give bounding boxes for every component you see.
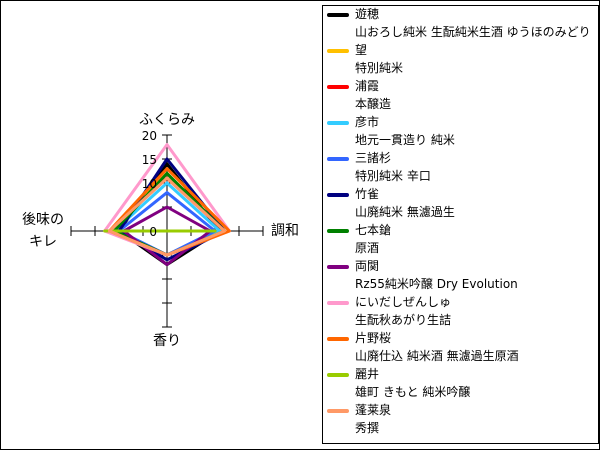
legend-series-name: 浦霞 bbox=[355, 79, 380, 93]
chart-legend: 遊穂山おろし純米 生酛純米生酒 ゆうほのみどり望特別純米浦霞本醸造彦市地元一貫造… bbox=[322, 5, 599, 444]
legend-entry: 浦霞本醸造 bbox=[323, 78, 598, 114]
legend-entry: 七本鎗原酒 bbox=[323, 222, 598, 258]
axis-label-left-line2: キレ bbox=[29, 234, 57, 250]
legend-series-subtitle: 山おろし純米 生酛純米生酒 ゆうほのみどり bbox=[355, 25, 591, 39]
legend-swatch bbox=[327, 229, 349, 233]
legend-entry: 三諸杉特別純米 辛口 bbox=[323, 150, 598, 186]
tick-label: 0 bbox=[149, 225, 157, 239]
legend-swatch bbox=[327, 13, 349, 17]
legend-series-name: 遊穂 bbox=[355, 7, 380, 21]
legend-series-subtitle: 生酛秋あがり生詰 bbox=[355, 313, 452, 327]
legend-series-name: 三諸杉 bbox=[355, 151, 392, 165]
legend-entry: にいだしぜんしゅ生酛秋あがり生詰 bbox=[323, 294, 598, 330]
legend-entry: 竹雀山廃純米 無濾過生 bbox=[323, 186, 598, 222]
legend-series-name: 彦市 bbox=[355, 115, 380, 129]
radar-chart: 0 10 15 20 ふくらみ 調和 香り 後味の キレ bbox=[22, 112, 299, 349]
legend-entry: 片野桜山廃仕込 純米酒 無濾過生原酒 bbox=[323, 330, 598, 366]
legend-series-name: 蓬莱泉 bbox=[355, 403, 392, 417]
legend-series-subtitle: 特別純米 辛口 bbox=[355, 169, 431, 183]
legend-series-name: 望 bbox=[355, 43, 368, 57]
legend-series-subtitle: 原酒 bbox=[355, 241, 380, 255]
legend-swatch bbox=[327, 265, 349, 269]
legend-series-subtitle: 秀撰 bbox=[355, 421, 380, 435]
legend-series-subtitle: 本醸造 bbox=[355, 97, 392, 111]
legend-entry: 蓬莱泉秀撰 bbox=[323, 402, 598, 438]
legend-swatch bbox=[327, 157, 349, 161]
legend-swatch bbox=[327, 193, 349, 197]
legend-entry: 彦市地元一貫造り 純米 bbox=[323, 114, 598, 150]
legend-series-name: 竹雀 bbox=[355, 187, 380, 201]
legend-series-name: にいだしぜんしゅ bbox=[355, 295, 452, 309]
legend-series-name: 七本鎗 bbox=[355, 223, 392, 237]
legend-swatch bbox=[327, 85, 349, 89]
legend-series-subtitle: Rz55純米吟醸 Dry Evolution bbox=[355, 277, 518, 291]
axis-label-top: ふくらみ bbox=[139, 112, 195, 128]
legend-series-name: 両関 bbox=[355, 259, 380, 273]
legend-entry: 麗井雄町 きもと 純米吟醸 bbox=[323, 366, 598, 402]
axis-label-right: 調和 bbox=[271, 223, 299, 239]
tick-label: 20 bbox=[142, 129, 157, 143]
legend-series-subtitle: 山廃純米 無濾過生 bbox=[355, 205, 455, 219]
tick-label: 10 bbox=[142, 177, 157, 191]
legend-swatch bbox=[327, 409, 349, 413]
legend-entry: 遊穂山おろし純米 生酛純米生酒 ゆうほのみどり bbox=[323, 6, 598, 42]
legend-swatch bbox=[327, 301, 349, 305]
radar-series-7 bbox=[122, 205, 212, 267]
legend-series-subtitle: 雄町 きもと 純米吟醸 bbox=[355, 385, 471, 399]
legend-series-name: 片野桜 bbox=[355, 331, 392, 345]
legend-swatch bbox=[327, 373, 349, 377]
tick-label: 15 bbox=[142, 153, 157, 167]
axis-label-bottom: 香り bbox=[153, 333, 181, 349]
legend-swatch bbox=[327, 337, 349, 341]
legend-series-subtitle: 地元一貫造り 純米 bbox=[355, 133, 455, 147]
axis-label-left-line1: 後味の bbox=[22, 212, 64, 228]
radar-series bbox=[103, 143, 231, 267]
legend-series-name: 麗井 bbox=[355, 367, 380, 381]
radar-series-11 bbox=[107, 176, 227, 257]
legend-swatch bbox=[327, 121, 349, 125]
radar-tick-labels: 0 10 15 20 bbox=[142, 129, 157, 239]
legend-series-subtitle: 特別純米 bbox=[355, 61, 404, 75]
legend-entry: 両関 Rz55純米吟醸 Dry Evolution bbox=[323, 258, 598, 294]
legend-swatch bbox=[327, 49, 349, 53]
legend-series-subtitle: 山廃仕込 純米酒 無濾過生原酒 bbox=[355, 349, 519, 363]
legend-entry: 望特別純米 bbox=[323, 42, 598, 78]
